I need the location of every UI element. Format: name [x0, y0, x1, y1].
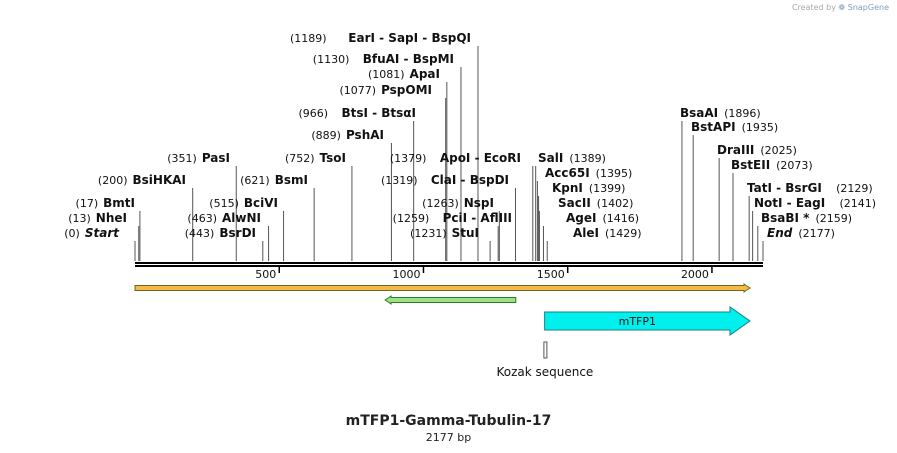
site-enzyme-label: BsmI	[275, 173, 308, 187]
site-enzyme-label: BsaAI	[680, 106, 718, 120]
site-enzyme-label: AlwNI	[222, 211, 261, 225]
site-enzyme-label: Acc65I	[545, 166, 590, 180]
site-position-label: (2159)	[815, 212, 852, 225]
site-enzyme-label: NspI	[464, 196, 494, 210]
construct-length: 2177 bp	[425, 431, 472, 444]
site-enzyme-label: EarI - SapI - BspQI	[348, 31, 471, 45]
site-enzyme-label: End	[767, 226, 793, 240]
site-enzyme-label: StuI	[452, 226, 479, 240]
site-position-label: (1896)	[724, 107, 761, 120]
site-enzyme-label: BstAPI	[691, 120, 736, 134]
watermark: Created by ❁ SnapGene	[792, 3, 889, 12]
site-position-label: (13)	[68, 212, 91, 225]
site-enzyme-label: PshAI	[346, 128, 384, 142]
site-enzyme-label: AleI	[573, 226, 599, 240]
site-position-label: (621)	[240, 174, 270, 187]
site-position-label: (889)	[311, 129, 341, 142]
site-position-label: (752)	[285, 152, 315, 165]
site-enzyme-label: ClaI - BspDI	[431, 173, 509, 187]
ruler-tick-label: 2000	[681, 268, 709, 281]
site-position-label: (1416)	[602, 212, 639, 225]
site-position-label: (2129)	[836, 182, 873, 195]
site-enzyme-label: BsrDI	[219, 226, 256, 240]
full-orf-arrow[interactable]	[134, 283, 751, 293]
site-enzyme-label: BsaBI *	[761, 211, 810, 225]
kozak-marker[interactable]	[543, 341, 548, 359]
site-position-label: (0)	[64, 227, 80, 240]
site-position-label: (2177)	[798, 227, 835, 240]
site-position-label: (1935)	[742, 121, 779, 134]
site-enzyme-label: DraIII	[717, 143, 754, 157]
watermark-brand: SnapGene	[847, 3, 889, 12]
site-enzyme-label: Start	[85, 226, 120, 240]
site-enzyme-label: ApoI - EcoRI	[440, 151, 521, 165]
site-position-label: (1130)	[313, 53, 350, 66]
site-enzyme-label: BsiHKAI	[133, 173, 187, 187]
site-position-label: (1081)	[368, 68, 405, 81]
site-position-label: (1319)	[381, 174, 418, 187]
reverse-green-arrow[interactable]	[384, 295, 517, 305]
site-position-label: (1189)	[290, 32, 327, 45]
watermark-prefix: Created by	[791, 3, 836, 12]
site-enzyme-label: SalI	[538, 151, 563, 165]
site-enzyme-label: PspOMI	[381, 83, 432, 97]
site-position-label: (200)	[98, 174, 128, 187]
site-position-label: (1429)	[605, 227, 642, 240]
snapgene-logo-icon: ❁	[838, 3, 846, 12]
site-position-label: (515)	[209, 197, 239, 210]
site-position-label: (1259)	[393, 212, 430, 225]
site-position-label: (1399)	[589, 182, 626, 195]
site-position-label: (1395)	[596, 167, 633, 180]
site-enzyme-label: PasI	[202, 151, 230, 165]
site-enzyme-label: NheI	[96, 211, 127, 225]
site-position-label: (1077)	[339, 84, 376, 97]
site-enzyme-label: ApaI	[410, 67, 440, 81]
site-position-label: (1379)	[390, 152, 427, 165]
feature-label: mTFP1	[619, 315, 656, 328]
site-position-label: (351)	[167, 152, 197, 165]
site-position-label: (17)	[76, 197, 99, 210]
site-position-label: (966)	[298, 107, 328, 120]
site-enzyme-label: KpnI	[552, 181, 583, 195]
site-position-label: (2025)	[760, 144, 797, 157]
site-position-label: (463)	[187, 212, 217, 225]
mtfp1-arrow[interactable]	[544, 306, 751, 336]
site-position-label: (1389)	[569, 152, 606, 165]
site-enzyme-label: TatI - BsrGI	[747, 181, 822, 195]
site-enzyme-label: BfuAI - BspMI	[363, 52, 454, 66]
site-enzyme-label: AgeI	[566, 211, 596, 225]
ruler-tick-label: 1000	[392, 268, 420, 281]
site-position-label: (443)	[185, 227, 215, 240]
site-enzyme-label: SacII	[558, 196, 591, 210]
site-enzyme-label: BciVI	[244, 196, 278, 210]
ruler-tick-label: 1500	[537, 268, 565, 281]
site-enzyme-label: NotI - EagI	[754, 196, 825, 210]
site-position-label: (1231)	[410, 227, 447, 240]
site-enzyme-label: BstEII	[731, 158, 770, 172]
site-position-label: (1263)	[422, 197, 459, 210]
site-position-label: (2141)	[840, 197, 877, 210]
site-position-label: (1402)	[597, 197, 634, 210]
construct-title: mTFP1-Gamma-Tubulin-17	[345, 413, 552, 429]
site-enzyme-label: BmtI	[103, 196, 135, 210]
site-enzyme-label: PciI - AflIII	[443, 211, 512, 225]
site-enzyme-label: BtsI - BtsαI	[341, 106, 416, 120]
kozak-label: Kozak sequence	[496, 365, 593, 379]
site-position-label: (2073)	[776, 159, 813, 172]
site-enzyme-label: TsoI	[320, 151, 346, 165]
ruler-tick-label: 500	[255, 268, 276, 281]
